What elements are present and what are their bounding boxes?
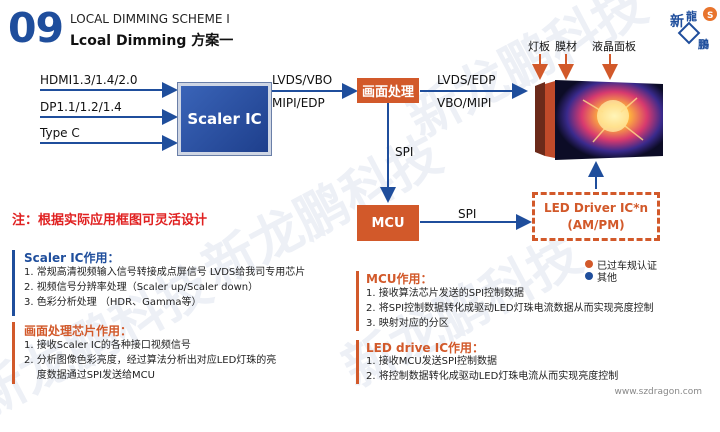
led-section-list: 1. 接收MCU发送SPI控制数据 2. 将控制数据转化成驱动LED灯珠电流从而… [366,354,618,384]
list-item: 度数据通过SPI发送给MCU [24,370,155,381]
sz-dragon-logo-icon: 新 龍 鵬 S [664,4,718,54]
list-item: 3. 映射对应的分区 [366,318,449,329]
link-label: MIPI/EDP [272,96,325,110]
scaler-section-title: Scaler IC作用： [24,251,120,265]
list-item: 2. 将SPI控制数据转化成驱动LED灯珠电流数据从而实现亮度控制 [366,303,654,314]
panel-label: 灯板 [528,40,550,53]
panel-label: 液晶面板 [592,40,636,53]
section-accent-bar [12,322,15,384]
slide-number: 09 [8,4,64,52]
led-section-title: LED drive IC作用： [366,341,485,355]
scaler-ic-block: Scaler IC [178,83,271,155]
list-item: 2. 分析图像色彩亮度，经过算法分析出对应LED灯珠的亮 [24,355,277,366]
svg-text:鵬: 鵬 [697,37,709,51]
list-item: 2. 视频信号分辨率处理（Scaler up/Scaler down） [24,282,259,293]
led-driver-mode: (AM/PM) [567,217,625,232]
mcu-section-list: 1. 接收算法芯片发送的SPI控制数据 2. 将SPI控制数据转化成驱动LED灯… [366,286,654,331]
diagram-connectors [40,54,618,230]
svg-text:龍: 龍 [686,9,697,23]
legend-item: 已过车规认证 [585,258,657,272]
legend-swatch [585,260,593,268]
list-item: 1. 接收算法芯片发送的SPI控制数据 [366,288,525,299]
slide-title-cn: Lcoal Dimming 方案一 [70,33,234,49]
legend-item: 其他 [585,270,657,284]
design-note: 注：根据实际应用框图可灵活设计 [12,213,208,228]
svg-text:新: 新 [670,13,684,30]
image-processor-block: 画面处理 [357,78,419,103]
mcu-section-title: MCU作用： [366,272,433,286]
link-label: LVDS/VBO [272,73,333,87]
section-accent-bar [356,340,359,384]
spi-label: SPI [395,145,414,159]
list-item: 3. 色彩分析处理 （HDR、Gamma等） [24,297,202,308]
input-label: HDMI1.3/1.4/2.0 [40,73,138,87]
legend-label: 其他 [597,272,617,284]
legend: 已过车规认证 其他 [585,258,657,284]
footer-url: www.szdragon.com [614,387,702,397]
link-label: LVDS/EDP [437,73,496,87]
svg-text:S: S [707,11,713,21]
mcu-block: MCU [357,205,419,241]
lcd-panel-image [533,80,665,160]
scaler-section-list: 1. 常规高清视频输入信号转接成点屏信号 LVDS给我司专用芯片 2. 视频信号… [24,265,305,310]
panel-label: 膜材 [555,40,577,53]
led-driver-block: LED Driver IC*n (AM/PM) [532,192,660,241]
legend-swatch [585,272,593,280]
list-item: 1. 常规高清视频输入信号转接成点屏信号 LVDS给我司专用芯片 [24,267,306,278]
input-label: DP1.1/1.2/1.4 [40,100,122,114]
processor-section-title: 画面处理芯片作用： [24,324,133,338]
input-label: Type C [40,126,80,140]
list-item: 1. 接收Scaler IC的各种接口视频信号 [24,340,191,351]
section-accent-bar [356,271,359,331]
link-label: VBO/MIPI [437,96,492,110]
section-accent-bar [12,250,15,316]
led-driver-title: LED Driver IC*n [543,201,649,216]
list-item: 1. 接收MCU发送SPI控制数据 [366,356,497,367]
processor-section-list: 1. 接收Scaler IC的各种接口视频信号 2. 分析图像色彩亮度，经过算法… [24,338,276,383]
legend-label: 已过车规认证 [597,260,657,272]
list-item: 2. 将控制数据转化成驱动LED灯珠电流从而实现亮度控制 [366,371,619,382]
slide-title-en: LOCAL DIMMING SCHEME I [70,12,230,26]
spi-label: SPI [458,207,477,221]
